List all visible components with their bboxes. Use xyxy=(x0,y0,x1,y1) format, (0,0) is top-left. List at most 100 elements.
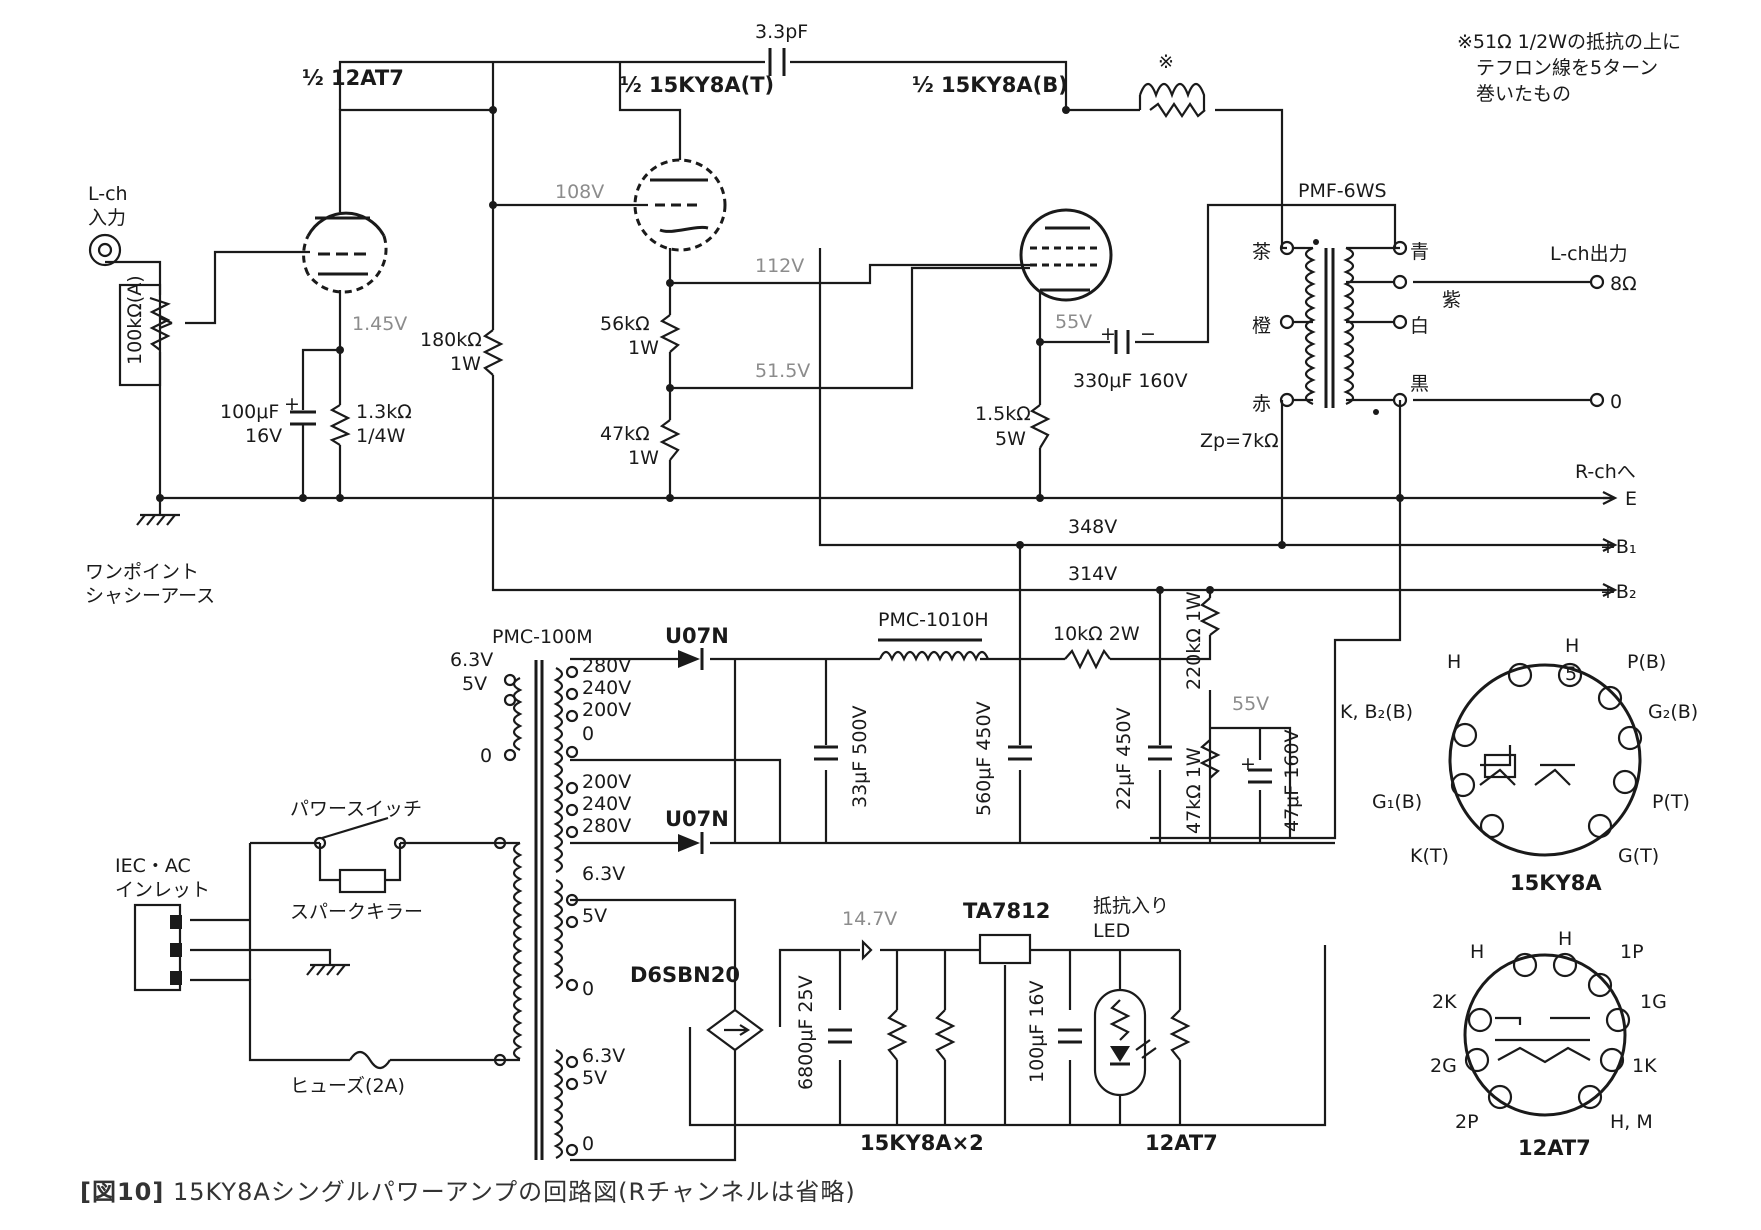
tube-v1-12at7 xyxy=(302,211,388,294)
r-heater-2-icon xyxy=(934,1009,956,1061)
p12-1p: 1P xyxy=(1620,941,1644,963)
ptr-s200b: 200V xyxy=(582,771,631,793)
r-heater-1-icon xyxy=(886,1009,908,1061)
diode2-label: U07N xyxy=(665,807,729,831)
r-56k-icon xyxy=(659,314,681,353)
r56-value: 56kΩ xyxy=(600,313,650,335)
opt-white: 白 xyxy=(1410,315,1429,337)
rail-e: E xyxy=(1625,488,1637,510)
v3-cathode-voltage: 55V xyxy=(1055,311,1092,333)
r47k-label: 47kΩ 1W xyxy=(1183,747,1205,834)
cap-47uf-icon xyxy=(1248,768,1272,784)
cap-100uf-icon xyxy=(290,410,316,440)
ptr-h63b: 6.3V xyxy=(582,1045,625,1067)
p12-1g: 1G xyxy=(1640,991,1667,1013)
regulator-ta7812 xyxy=(978,933,1032,965)
cap-3p3-icon xyxy=(768,48,786,76)
ptr-p5: 5V xyxy=(462,673,487,695)
ptr-h63a: 6.3V xyxy=(582,863,625,885)
input-label-2: 入力 xyxy=(88,207,126,229)
choke-label: PMC-1010H xyxy=(878,609,989,631)
p15-gt: G(T) xyxy=(1618,845,1659,867)
output-0: 0 xyxy=(1610,391,1622,413)
c560-label: 560μF 450V xyxy=(973,701,995,816)
ptr-s200a: 200V xyxy=(582,699,631,721)
bridge-rectifier-icon xyxy=(706,1008,764,1052)
tube-v3-15ky8a-b xyxy=(1019,208,1113,302)
killer-label: スパークキラー xyxy=(290,901,423,923)
cap-330uf-icon xyxy=(1114,330,1130,354)
diode-u07n-2-icon xyxy=(678,832,704,854)
fuse-icon xyxy=(349,1050,391,1070)
spark-killer-icon xyxy=(338,868,387,894)
ptr-h5b: 5V xyxy=(582,1067,607,1089)
v2-cathode-voltage: 112V xyxy=(755,255,804,277)
r-cathode1-icon xyxy=(329,404,351,446)
r-led-icon xyxy=(1169,1009,1191,1061)
bridge-label: D6SBN20 xyxy=(630,963,740,987)
rail-rch: R-chへ xyxy=(1575,461,1636,483)
ground-label-1: ワンポイント xyxy=(85,561,199,583)
v1-cathode-voltage: 1.45V xyxy=(352,313,407,335)
load1-label: 15KY8A×2 xyxy=(860,1131,984,1155)
r-180k-icon xyxy=(482,329,504,376)
p15-g1b: G₁(B) xyxy=(1372,791,1422,813)
ground-icon xyxy=(136,510,180,526)
tube-v1-label: ½ 12AT7 xyxy=(302,66,404,90)
output-8ohm: 8Ω xyxy=(1610,273,1637,295)
v3-g2-voltage: 51.5V xyxy=(755,360,810,382)
svg-text:−: − xyxy=(1140,323,1156,345)
r220-label: 220kΩ 1W xyxy=(1183,591,1205,690)
r-10k-icon xyxy=(1064,648,1111,670)
p12-h-top: H xyxy=(1558,928,1572,950)
ptr-p0: 0 xyxy=(480,745,492,767)
r-47k-icon xyxy=(659,419,681,461)
note-mark: ※ xyxy=(1158,51,1174,73)
reg-label: TA7812 xyxy=(963,899,1050,923)
p12-1k: 1K xyxy=(1632,1055,1657,1077)
output-8ohm-terminal xyxy=(1589,274,1605,290)
led-icon xyxy=(1093,988,1157,1097)
r15-value: 1.5kΩ xyxy=(975,403,1031,425)
opt-orange: 橙 xyxy=(1252,315,1271,337)
output-0-terminal xyxy=(1589,392,1605,408)
fuse-label: ヒューズ(2A) xyxy=(290,1075,405,1097)
ptr-s0: 0 xyxy=(582,723,594,745)
ptr-p63: 6.3V xyxy=(450,649,493,671)
chassis-ground-icon xyxy=(306,963,350,976)
c-coupling-value: 3.3pF xyxy=(755,21,808,43)
c100-label: 100μF 16V xyxy=(1026,981,1048,1084)
cap-33uf-icon xyxy=(814,745,838,761)
r47-value: 47kΩ xyxy=(600,423,650,445)
r15-watt: 5W xyxy=(995,428,1026,450)
ptr-h0b: 0 xyxy=(582,1133,594,1155)
power-transformer xyxy=(493,660,579,1160)
pinout-15ky8a xyxy=(1448,662,1643,857)
r-220k-icon xyxy=(1199,597,1221,636)
note-line3: 巻いたもの xyxy=(1476,83,1571,105)
ptr-s280b: 280V xyxy=(582,815,631,837)
r-plate1-watt: 1W xyxy=(450,353,481,375)
opt-brown: 茶 xyxy=(1252,241,1271,263)
svg-text:+: + xyxy=(1240,753,1256,775)
pinout-12at7 xyxy=(1463,952,1631,1117)
p15-h-top: H xyxy=(1565,635,1579,657)
note-line2: テフロン線を5ターン xyxy=(1476,57,1658,79)
footnote-winding: ※51Ω 1/2Wの抵抗の上に テフロン線を5ターン 巻いたもの xyxy=(1457,31,1681,105)
parasitic-choke-icon xyxy=(1138,82,1206,118)
p15-pb: P(B) xyxy=(1627,651,1666,673)
led-label-2: LED xyxy=(1093,920,1130,942)
p15-name: 15KY8A xyxy=(1510,871,1602,895)
cap-22uf-icon xyxy=(1148,745,1172,761)
inlet-label-1: IEC・AC xyxy=(115,855,191,877)
p15-g2b: G₂(B) xyxy=(1648,701,1698,723)
c22-label: 22μF 450V xyxy=(1113,708,1135,811)
heater-voltage: 14.7V xyxy=(842,908,897,930)
ptr-h0a: 0 xyxy=(582,978,594,1000)
ground-label-2: シャシーアース xyxy=(85,585,215,607)
p15-pin5: 5 xyxy=(1565,663,1577,685)
c6800-label: 6800μF 25V xyxy=(795,975,817,1090)
ptr-s280a: 280V xyxy=(582,655,631,677)
ptr-s240b: 240V xyxy=(582,793,631,815)
p12-2k: 2K xyxy=(1432,991,1457,1013)
